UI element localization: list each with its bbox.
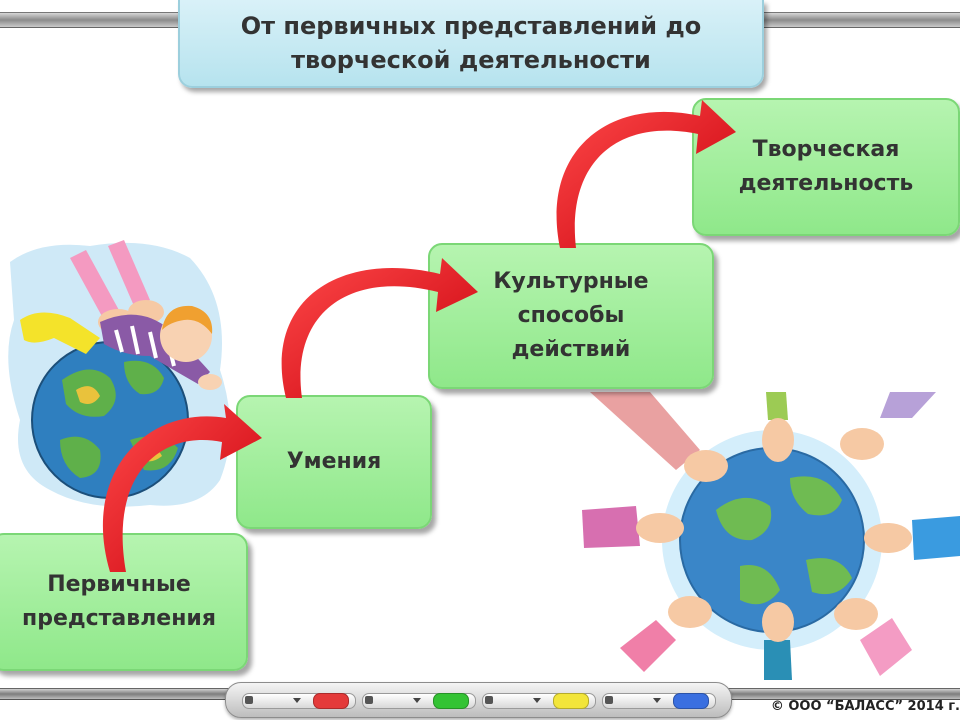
- step-label-creative-activity: Творческая деятельность: [738, 137, 914, 196]
- title-box: От первичных представлений до творческой…: [178, 0, 764, 88]
- hand-left: [636, 513, 684, 543]
- adult-arm-left: [70, 250, 120, 320]
- right-globe-glow: [662, 430, 882, 650]
- step-box-skills: Умения: [236, 395, 432, 529]
- right-globe-land-4: [806, 558, 852, 595]
- marker-arrow-icon: [413, 698, 421, 703]
- hand-top: [762, 418, 794, 462]
- right-globe: [679, 447, 865, 633]
- marker-tip: [605, 696, 613, 704]
- sleeve-bottom-right: [860, 618, 912, 676]
- marker-yellow: [482, 693, 596, 709]
- marker-arrow-icon: [293, 698, 301, 703]
- sleeve-top-left: [590, 392, 700, 470]
- left-globe-land-4: [130, 436, 178, 471]
- step-label-cultural-methods: Культурные способы действий: [493, 269, 649, 362]
- left-globe-land-2: [124, 360, 164, 395]
- child-stripes: [114, 325, 176, 367]
- sleeve-bottom-left: [620, 620, 676, 672]
- child-legs: [20, 312, 100, 354]
- step-label-primary-ideas: Первичные представления: [22, 572, 216, 631]
- hand-right: [864, 523, 912, 553]
- child-body: [100, 314, 210, 384]
- child-hand: [198, 374, 222, 390]
- step-box-creative-activity: Творческая деятельность: [692, 98, 960, 236]
- step-box-cultural-methods: Культурные способы действий: [428, 243, 714, 389]
- hand-bottom: [762, 602, 794, 642]
- marker-arrow-icon: [653, 698, 661, 703]
- left-globe-land-1: [62, 369, 116, 417]
- sky-background: [8, 242, 231, 507]
- left-globe-desert-1: [76, 386, 100, 404]
- hand-top-left: [684, 450, 728, 482]
- adult-hand-left: [98, 309, 138, 335]
- marker-cap-yellow: [553, 693, 589, 709]
- step-label-skills: Умения: [286, 449, 382, 474]
- child-hair: [162, 305, 213, 334]
- sleeve-top-right: [880, 392, 936, 418]
- step-box-primary-ideas: Первичные представления: [0, 533, 248, 671]
- marker-tip: [365, 696, 373, 704]
- left-globe-land-3: [60, 436, 101, 478]
- right-globe-land-1: [716, 497, 772, 541]
- marker-arrow-icon: [533, 698, 541, 703]
- sleeve-bottom: [764, 640, 792, 680]
- right-globe-land-2: [790, 476, 842, 516]
- child-head: [160, 310, 212, 362]
- hand-bottom-left: [668, 596, 712, 628]
- marker-tip: [245, 696, 253, 704]
- left-globe: [31, 341, 189, 499]
- left-globe-desert-2: [142, 447, 162, 462]
- marker-tray: [225, 682, 732, 718]
- title-line-2: творческой деятельности: [291, 46, 651, 74]
- sleeve-left: [582, 506, 640, 548]
- sleeve-top: [766, 392, 788, 420]
- copyright-text: © ООО “БАЛАСС” 2014 г.: [770, 699, 960, 714]
- title-line-1: От первичных представлений до: [240, 12, 702, 40]
- marker-cap-blue: [673, 693, 709, 709]
- right-globe-land-3: [740, 565, 780, 605]
- hand-top-right: [840, 428, 884, 460]
- page-title: От первичных представлений до творческой…: [241, 9, 702, 77]
- marker-tip: [485, 696, 493, 704]
- adult-arm-right: [108, 240, 150, 306]
- adult-hand-right: [128, 300, 164, 324]
- marker-red: [242, 693, 356, 709]
- marker-cap-green: [433, 693, 469, 709]
- hand-bottom-right: [834, 598, 878, 630]
- marker-blue: [602, 693, 716, 709]
- marker-cap-red: [313, 693, 349, 709]
- sleeve-right: [912, 516, 960, 560]
- marker-green: [362, 693, 476, 709]
